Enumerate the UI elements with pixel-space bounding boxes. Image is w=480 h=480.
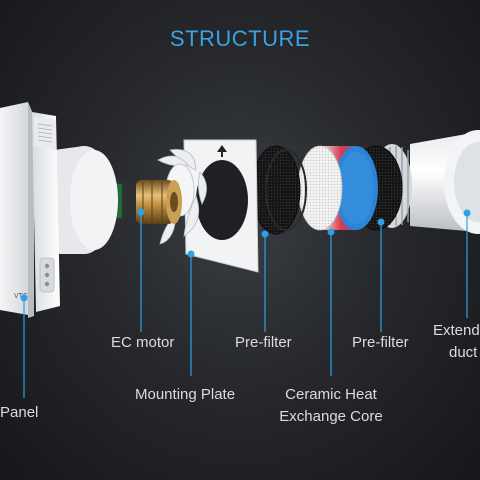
label-ceramic-core-line2: Exchange Core <box>279 408 383 425</box>
label-extended-duct-line2: duct <box>449 344 478 361</box>
prefilter-1-shape <box>251 145 301 235</box>
dot-ceramic-core <box>327 228 335 236</box>
ceramic-core-shape <box>297 145 378 231</box>
front-panel-shape: VTS <box>0 102 60 318</box>
leader-lines <box>20 208 471 398</box>
dot-ec-motor <box>137 208 145 216</box>
dot-prefilter-1 <box>261 230 269 238</box>
label-mounting-plate: Mounting Plate <box>135 386 236 403</box>
label-prefilter-2: Pre-filter <box>352 334 409 351</box>
label-extended-duct: Extended duct <box>433 320 480 364</box>
diagram-title: STRUCTURE <box>169 26 311 51</box>
prefilter-1-rim <box>265 149 307 231</box>
ec-motor-shape <box>108 180 182 224</box>
dot-mounting-plate <box>187 250 195 258</box>
dot-panel <box>20 294 28 302</box>
label-prefilter-1: Pre-filter <box>235 334 292 351</box>
dot-extended-duct <box>463 209 471 217</box>
dot-prefilter-2 <box>377 218 385 226</box>
label-ec-motor: EC motor <box>111 334 175 351</box>
mounting-plate-shape <box>183 139 259 273</box>
label-ceramic-core-line1: Ceramic Heat <box>285 386 377 403</box>
label-extended-duct-line1: Extended <box>433 322 480 339</box>
label-panel: Panel <box>0 404 39 421</box>
label-ceramic-core: Ceramic Heat Exchange Core <box>271 384 391 428</box>
